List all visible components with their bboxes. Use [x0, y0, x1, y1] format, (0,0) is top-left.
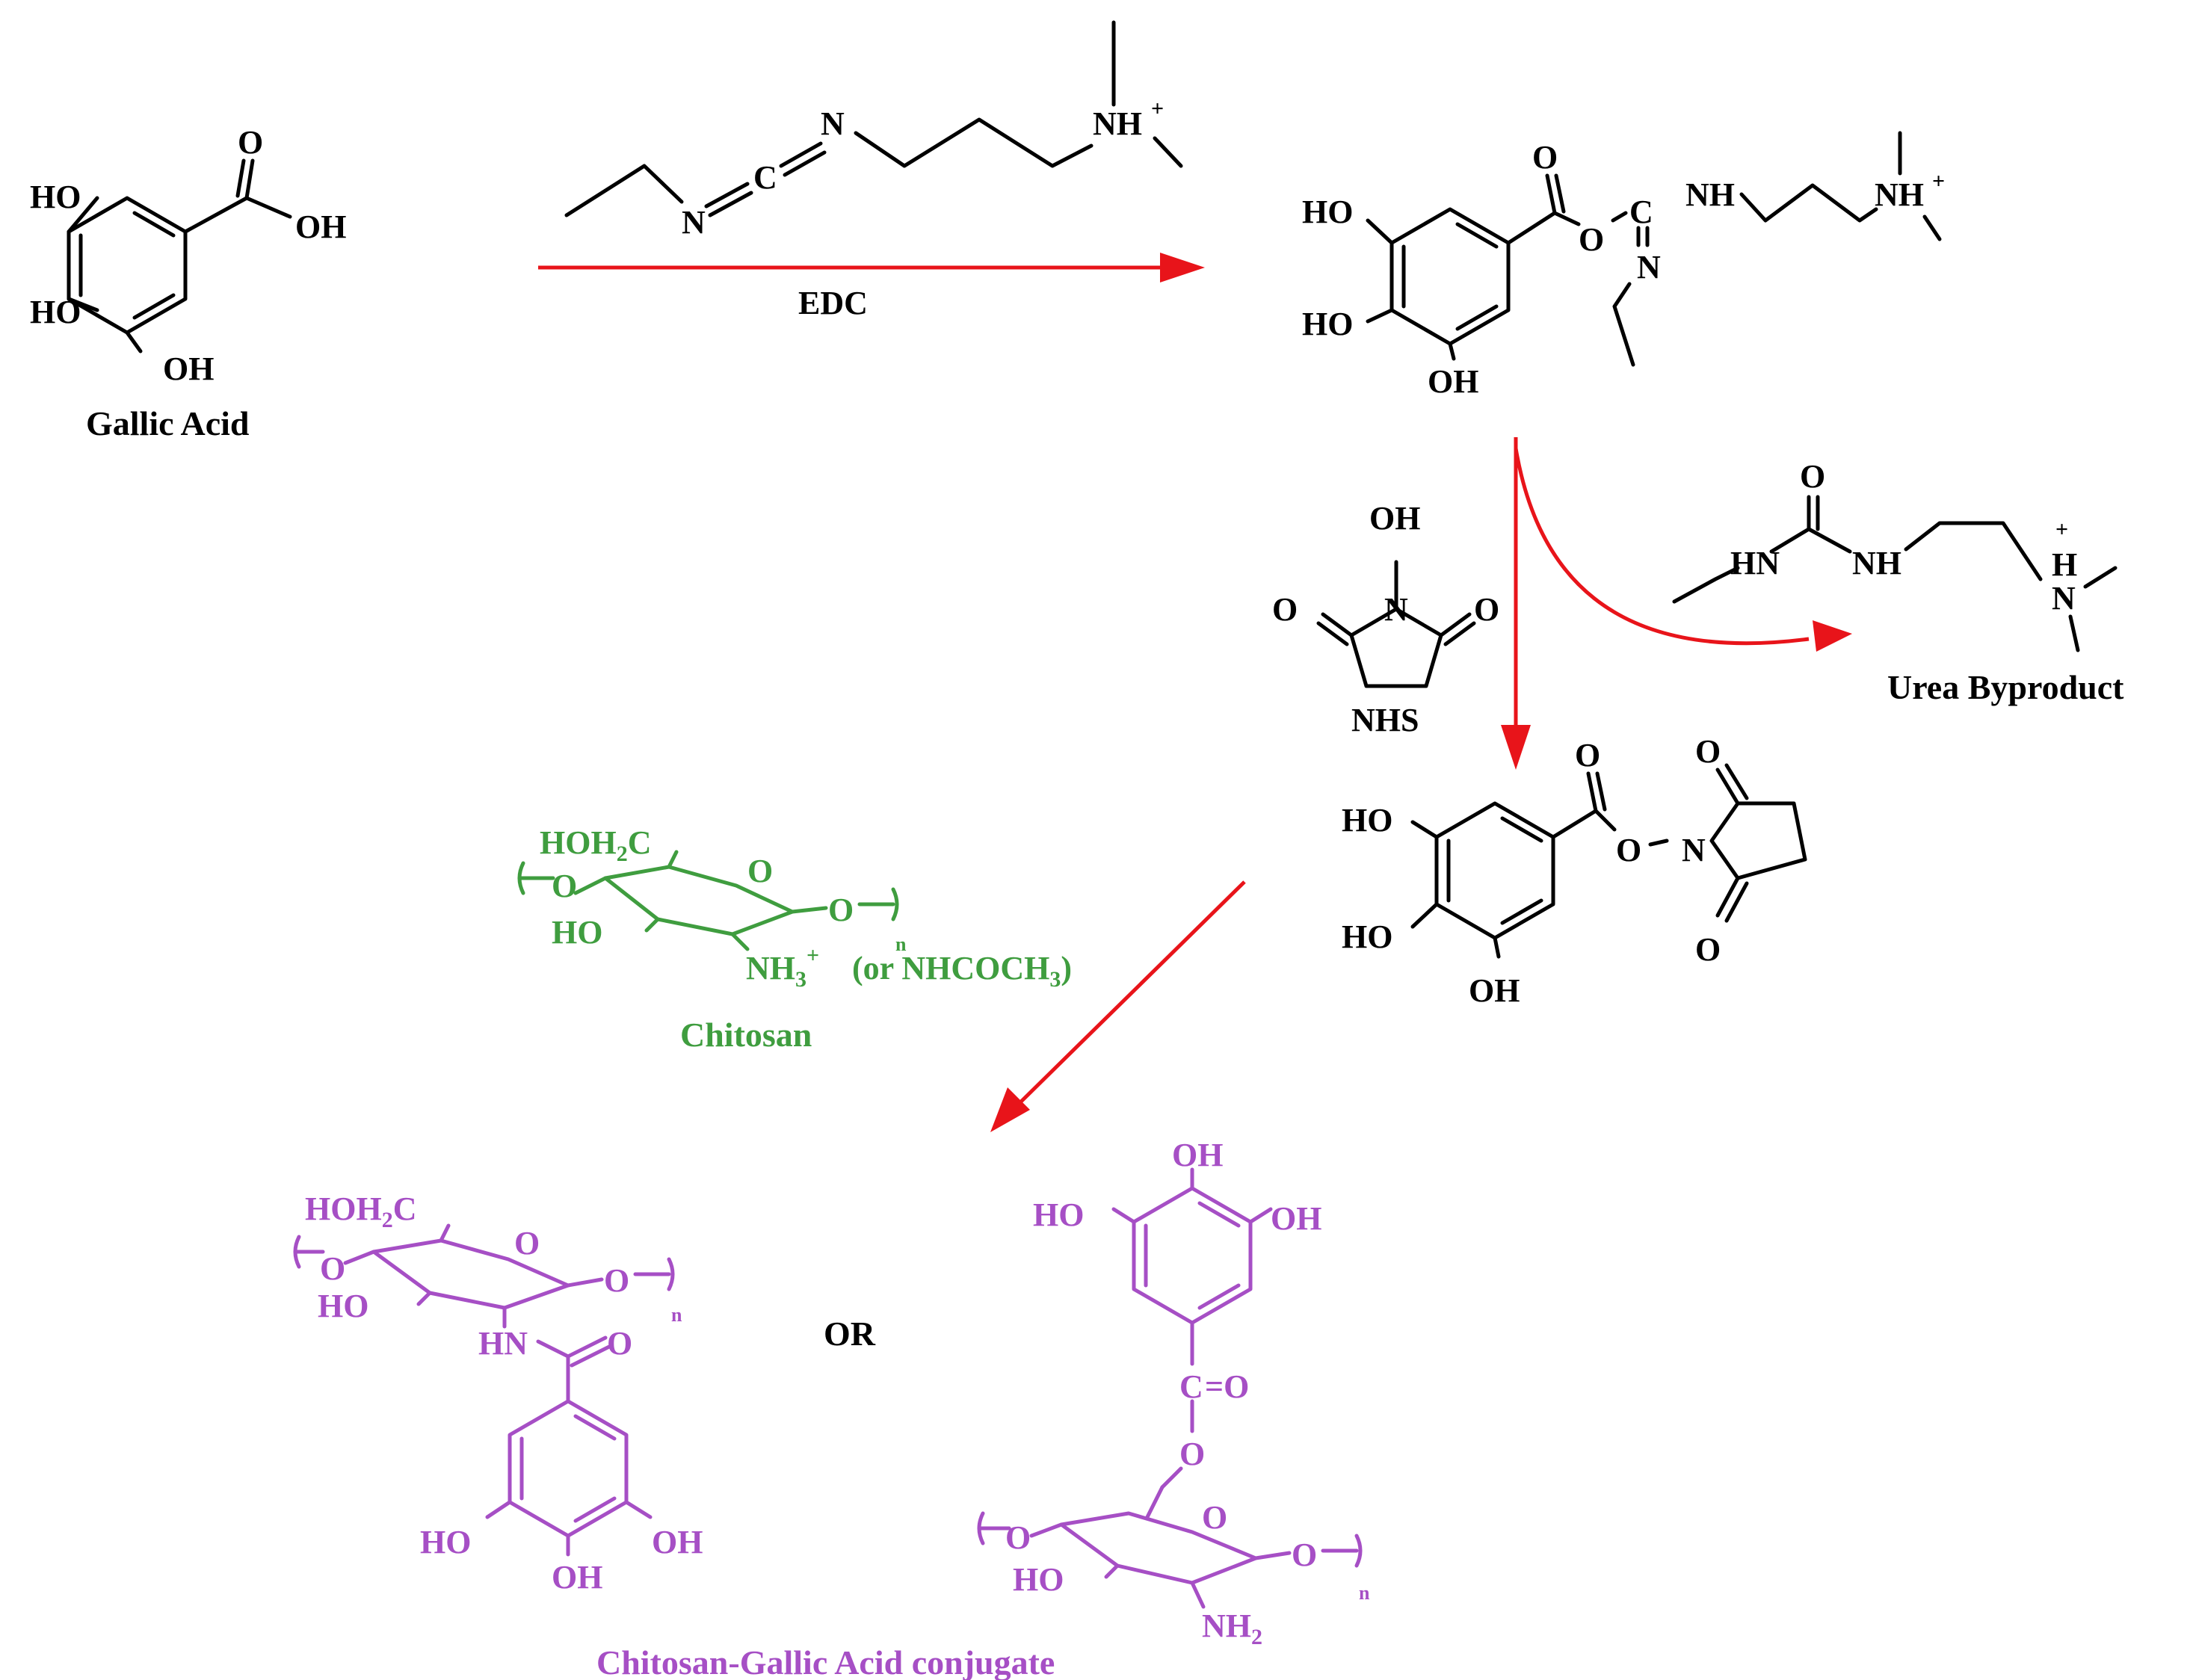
int1-oh-bottom: OH	[1428, 363, 1478, 400]
conj-a-ho-left: HO	[420, 1524, 471, 1560]
conj-a-hn: HN	[478, 1325, 528, 1362]
nhs-o-right: O	[1474, 591, 1499, 628]
nhs-ester-o-link: O	[1616, 832, 1641, 868]
urea-n: N	[2052, 580, 2076, 617]
edc-n2: N	[821, 105, 845, 142]
conj-b-o-left: O	[1005, 1519, 1031, 1556]
chitosan-nh3: NH3+	[746, 943, 819, 992]
arrow-urea-curve	[1514, 448, 1810, 646]
urea-hn: HN	[1730, 545, 1780, 581]
chitosan-label: Chitosan	[680, 1016, 812, 1054]
conj-b-c: C	[1179, 1368, 1203, 1405]
conj-a-oh-right: OH	[652, 1524, 703, 1560]
conj-b-oh-right: OH	[1271, 1200, 1321, 1237]
urea-nh: NH	[1852, 545, 1901, 581]
conj-a-oh-bottom: OH	[552, 1559, 602, 1596]
reaction-arrows	[538, 253, 1852, 1132]
nhs-ester-o-top: O	[1695, 733, 1721, 770]
nhs-o-left: O	[1272, 591, 1298, 628]
nhs-ester-o-carbonyl: O	[1575, 737, 1600, 773]
nhs-structure: OH N O O NHS	[1272, 500, 1499, 738]
int1-nh-plus: NH	[1875, 176, 1924, 213]
int1-n: N	[1637, 249, 1661, 285]
conjugate-label: Chitosan-Gallic Acid conjugate	[596, 1643, 1055, 1680]
urea-h: H	[2052, 546, 2077, 583]
arrow-chitosan-head	[990, 1087, 1030, 1132]
nhs-ester-structure: O O N O O HO HO OH	[1342, 733, 1807, 1009]
conj-a-o-ring: O	[514, 1225, 540, 1261]
chitosan-o-ring: O	[747, 853, 773, 889]
arrow-edc-head	[1160, 253, 1205, 282]
nhs-ester-ho-mid: HO	[1342, 918, 1392, 955]
conj-b-ho-ring: HO	[1013, 1561, 1064, 1598]
urea-plus: +	[2055, 517, 2068, 542]
int1-ho-top: HO	[1302, 194, 1353, 230]
conj-b-oh-top: OH	[1172, 1137, 1223, 1173]
edc-structure: N C N NH + EDC	[564, 20, 1183, 321]
int1-o-carbonyl: O	[1532, 139, 1558, 176]
conj-a-o-amide: O	[607, 1325, 632, 1362]
chitosan-ho: HO	[552, 914, 602, 951]
nhs-ester-o-bottom: O	[1695, 931, 1721, 968]
gallic-acid-label: Gallic Acid	[86, 404, 250, 442]
urea-byproduct-structure: O HN NH H N + Urea Byproduct	[1672, 458, 2124, 706]
conj-a-n: n	[671, 1304, 682, 1326]
edc-plus: +	[1151, 96, 1164, 121]
arrow-urea-head	[1813, 620, 1852, 652]
urea-label: Urea Byproduct	[1887, 668, 2124, 706]
chitosan-hoh2c: HOH2C	[540, 824, 651, 866]
edc-label: EDC	[798, 285, 868, 321]
or-connector-group: OR	[824, 1315, 876, 1353]
conj-b-o-right: O	[1292, 1537, 1317, 1573]
conj-b-ho-left: HO	[1033, 1196, 1084, 1233]
arrow-chitosan	[1015, 880, 1246, 1108]
chitosan-o-right: O	[828, 892, 854, 928]
gallic-acid-oh-acid: OH	[295, 209, 346, 245]
edc-c: C	[753, 159, 777, 196]
gallic-acid-ho-mid: HO	[30, 294, 81, 330]
int1-o-ester: O	[1579, 221, 1604, 258]
chitosan-o-left: O	[552, 868, 577, 904]
nhs-ester-n: N	[1682, 832, 1706, 868]
edc-n1: N	[682, 204, 706, 241]
nhs-ester-ho-top: HO	[1342, 802, 1392, 839]
chitosan-alt-group: (or NHCOCH3)	[852, 950, 1072, 992]
o-acylisourea-intermediate: O O C N NH NH + HO HO OH	[1302, 131, 1945, 400]
conj-a-o-right: O	[604, 1262, 629, 1299]
conjugate-label-group: Chitosan-Gallic Acid conjugate	[596, 1643, 1055, 1680]
conjugate-amide-structure: HOH2C O O O n HO HN O HO OH OH	[293, 1190, 703, 1596]
nhs-label: NHS	[1351, 702, 1419, 738]
gallic-acid-oh-bottom: OH	[163, 350, 214, 387]
conj-a-ho-ring: HO	[318, 1288, 368, 1324]
conj-b-eq-o: =O	[1205, 1368, 1249, 1405]
conj-a-hoh2c: HOH2C	[305, 1190, 416, 1232]
gallic-acid-o: O	[238, 124, 263, 161]
conj-b-n: n	[1359, 1582, 1370, 1604]
nhs-oh: OH	[1369, 500, 1420, 537]
int1-c: C	[1629, 194, 1653, 230]
int1-ho-mid: HO	[1302, 306, 1353, 342]
int1-plus: +	[1932, 169, 1945, 194]
urea-o: O	[1800, 458, 1825, 495]
nhs-n: N	[1384, 591, 1408, 628]
conj-b-o-link: O	[1179, 1436, 1205, 1472]
conj-b-o-ring: O	[1202, 1499, 1227, 1536]
arrow-nhs-head	[1501, 725, 1531, 770]
nhs-ester-oh-bottom: OH	[1469, 972, 1520, 1009]
edc-nh-plus: NH	[1093, 105, 1142, 142]
conjugate-ester-structure: OH HO OH C =O O O O O n HO NH2	[977, 1137, 1370, 1649]
or-connector: OR	[824, 1315, 876, 1353]
int1-nh: NH	[1685, 176, 1735, 213]
chitosan-n: n	[895, 933, 907, 955]
conj-b-nh2: NH2	[1202, 1608, 1262, 1649]
conj-a-o-left: O	[320, 1250, 345, 1287]
gallic-acid-ho-top: HO	[30, 179, 81, 215]
chitosan-structure: HOH2C O O O n HO NH3+ (or NHCOCH3) Chito…	[517, 824, 1072, 1054]
gallic-acid-structure: O OH HO HO OH Gallic Acid	[30, 124, 346, 442]
